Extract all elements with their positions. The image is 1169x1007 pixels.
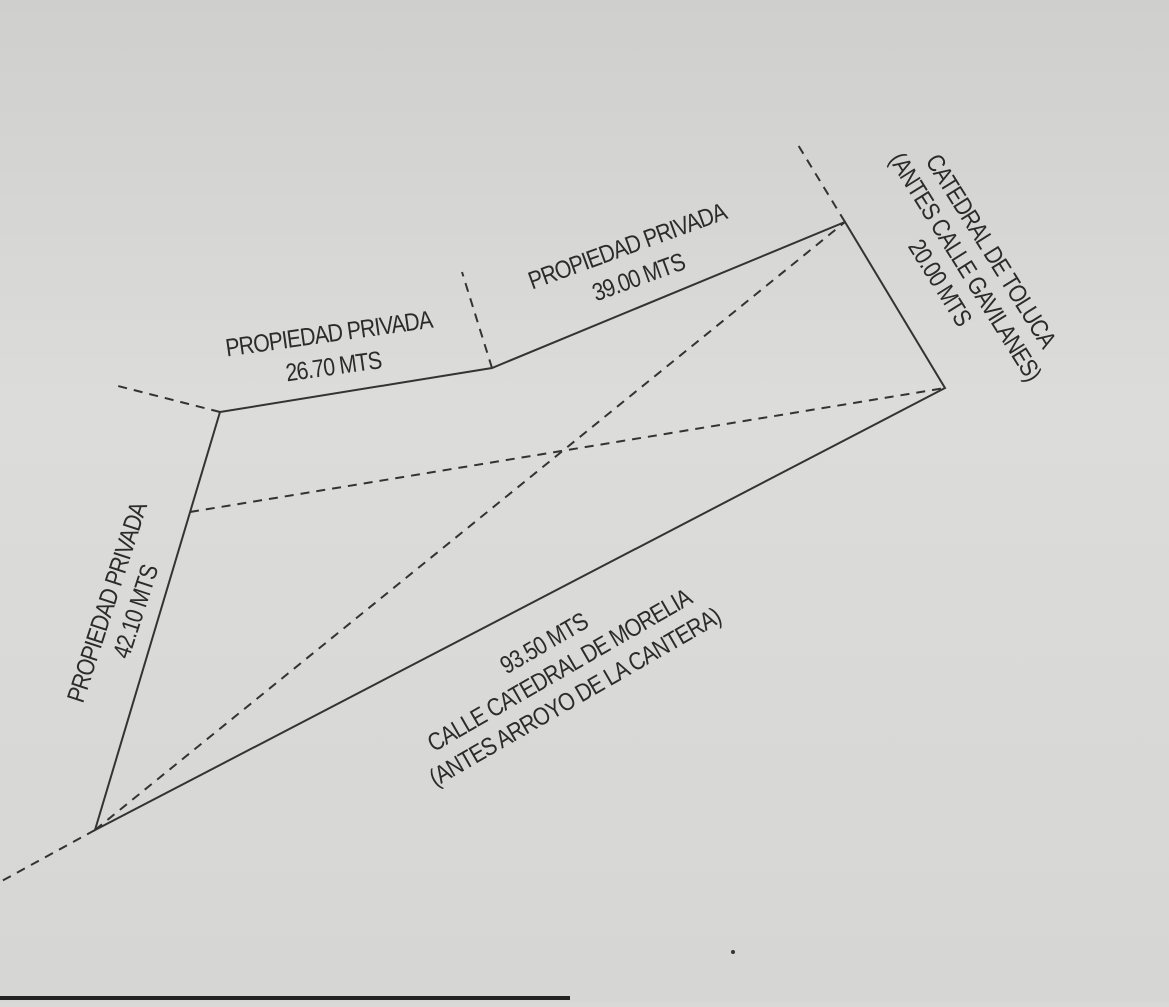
diagonal-line — [94, 221, 846, 831]
extension-line — [0, 829, 96, 883]
south-street-label: CALLE CATEDRAL DE MORELIA — [422, 582, 697, 757]
dot-mark — [731, 950, 735, 954]
diagonal-line — [189, 387, 946, 513]
property-boundary — [93, 220, 947, 832]
extension-line — [461, 271, 493, 369]
extension-line — [117, 385, 221, 413]
extension-line — [794, 139, 846, 223]
